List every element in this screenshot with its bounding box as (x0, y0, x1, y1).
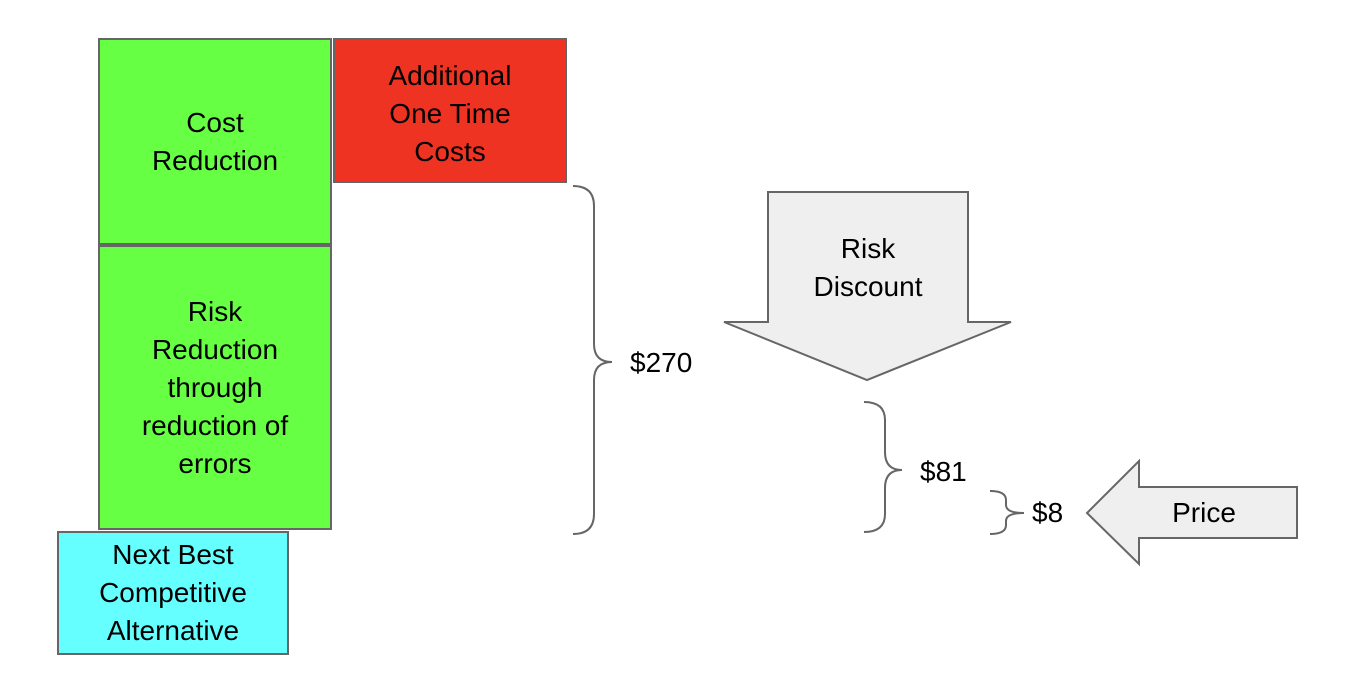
risk-reduction-block: Risk Reduction through reduction of erro… (98, 245, 332, 530)
total-value-label: $270 (630, 347, 693, 378)
after-risk-brace (863, 401, 903, 533)
next-best-alternative-block: Next Best Competitive Alternative (57, 531, 289, 655)
total-brace (572, 185, 613, 535)
price-arrow (1085, 458, 1298, 567)
additional-costs-block: Additional One Time Costs (333, 38, 567, 183)
risk-discount-arrow (723, 191, 1012, 382)
price-label: Price (1172, 497, 1236, 528)
risk-discount-label: Risk Discount (813, 233, 923, 302)
price-value-brace (989, 490, 1025, 535)
cost-reduction-block: Cost Reduction (98, 38, 332, 245)
after-risk-value-label: $81 (920, 456, 967, 487)
price-value-label: $8 (1032, 497, 1064, 528)
